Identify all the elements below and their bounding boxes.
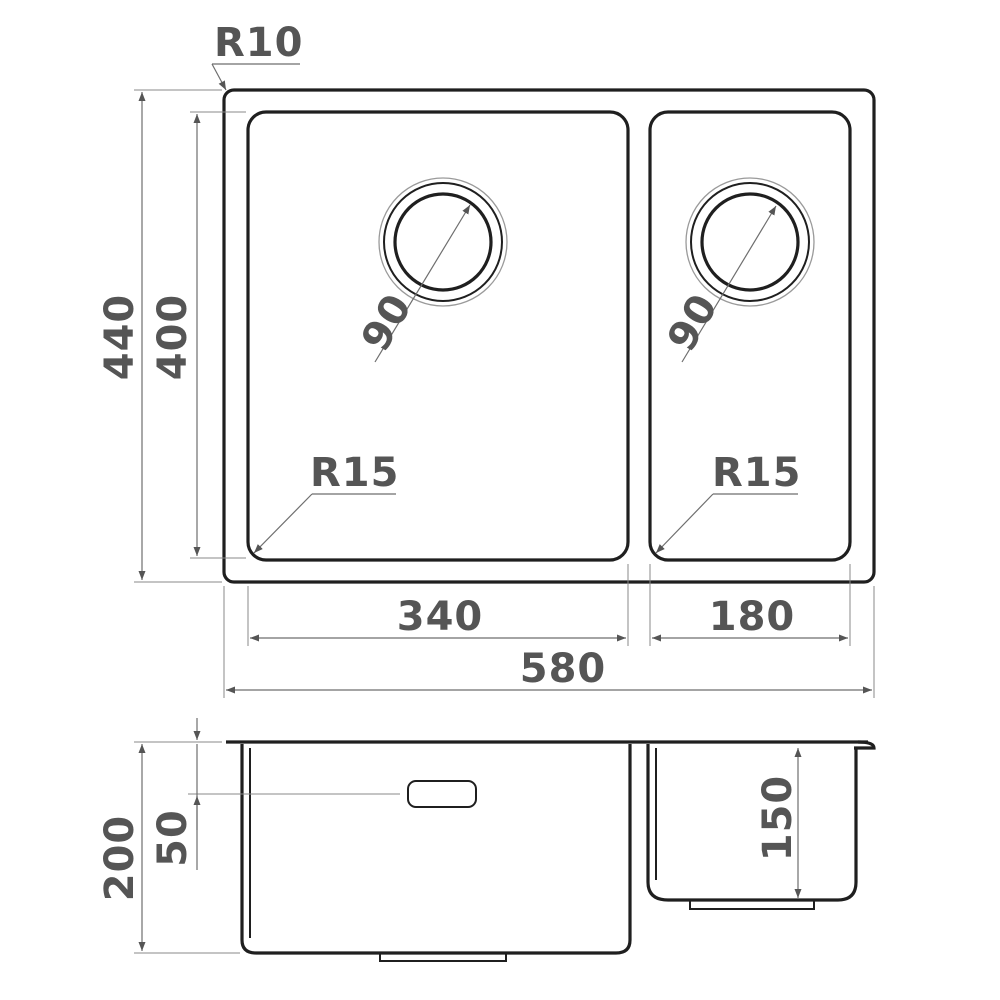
small-bowl-width-label: 180 — [709, 594, 796, 640]
overflow-offset-label: 50 — [150, 809, 196, 867]
small-drain-diameter-line — [681, 205, 777, 363]
large-bowl-profile — [240, 744, 632, 955]
r15-small-label: R15 — [712, 450, 801, 496]
overall-width-label: 580 — [520, 646, 607, 692]
large-bowl-outline — [246, 110, 630, 562]
small-bowl-height-label: 150 — [755, 775, 801, 862]
r10-leader — [211, 63, 227, 91]
small-drain — [685, 177, 815, 307]
large-bowl-drain-flange — [379, 952, 507, 962]
sink-outer-rim — [222, 88, 876, 584]
overall-depth-label: 440 — [97, 294, 143, 381]
overflow-slot — [407, 780, 477, 808]
section-view: 200 50 150 — [97, 718, 876, 962]
r15-large-label: R15 — [310, 450, 399, 496]
bowl-depth-label: 400 — [150, 294, 196, 381]
large-drain-diameter-line — [374, 204, 471, 363]
small-bowl-profile — [646, 744, 858, 902]
small-bowl-outline — [648, 110, 852, 562]
plan-view: 90 90 R10 R15 R15 440 400 340 180 — [97, 20, 876, 698]
r10-label: R10 — [214, 20, 303, 66]
r15-small-leader — [655, 493, 714, 554]
large-drain — [378, 177, 508, 307]
large-bowl-width-label: 340 — [397, 594, 484, 640]
r15-large-leader — [253, 493, 313, 554]
small-bowl-drain-flange — [689, 899, 815, 910]
large-bowl-height-label: 200 — [97, 815, 143, 902]
rim-right-lip — [854, 740, 876, 750]
